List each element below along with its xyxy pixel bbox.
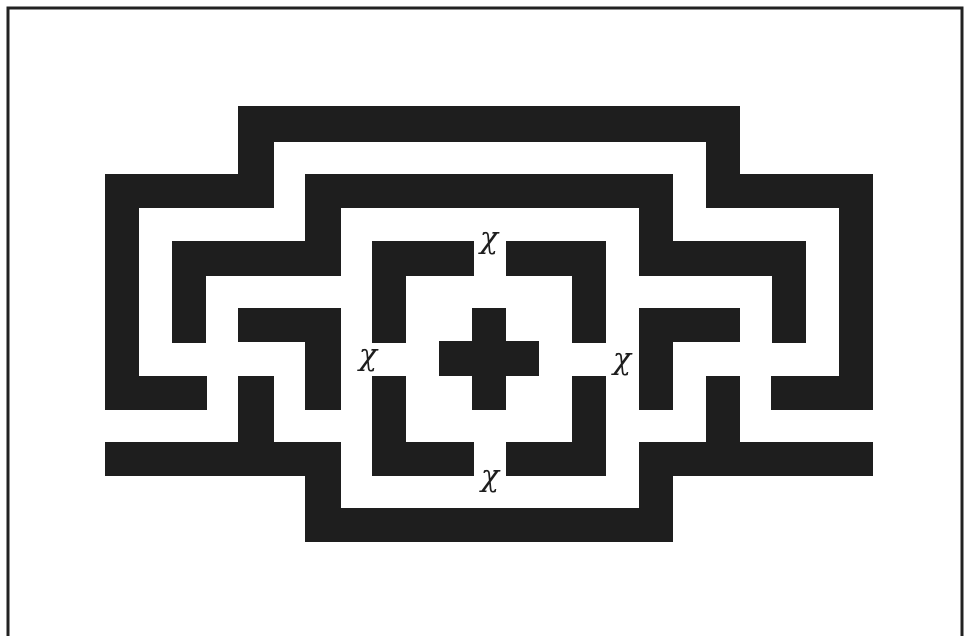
wall-outer-left-side [105, 174, 139, 410]
wall-inner-tr-vertical [572, 241, 606, 343]
chi-label-left: χ [357, 338, 379, 373]
wall-inner-tl-vertical [372, 241, 406, 343]
chi-label-bottom: χ [479, 459, 501, 494]
wall-left-bracket-side [305, 308, 341, 410]
wall-left-post [238, 376, 274, 442]
wall-outer-right-foot [771, 376, 873, 410]
wall-second-top [305, 174, 673, 208]
wall-inner-bl-horizontal [372, 442, 474, 476]
wall-second-right-side [772, 241, 806, 343]
center-cross-horizontal [439, 341, 539, 376]
wall-bottom [305, 508, 673, 542]
wall-right-post [706, 376, 740, 442]
wall-outer-left-foot [105, 376, 207, 410]
wall-outer-top [238, 106, 740, 142]
chi-label-right: χ [611, 342, 633, 377]
wall-outer-right-side [839, 174, 873, 410]
chi-label-top: χ [478, 221, 500, 256]
wall-lower-right-bar [639, 442, 873, 476]
wall-right-bracket-side [639, 308, 673, 410]
wall-second-left-side [172, 241, 206, 343]
wall-inner-br-horizontal [506, 442, 606, 476]
